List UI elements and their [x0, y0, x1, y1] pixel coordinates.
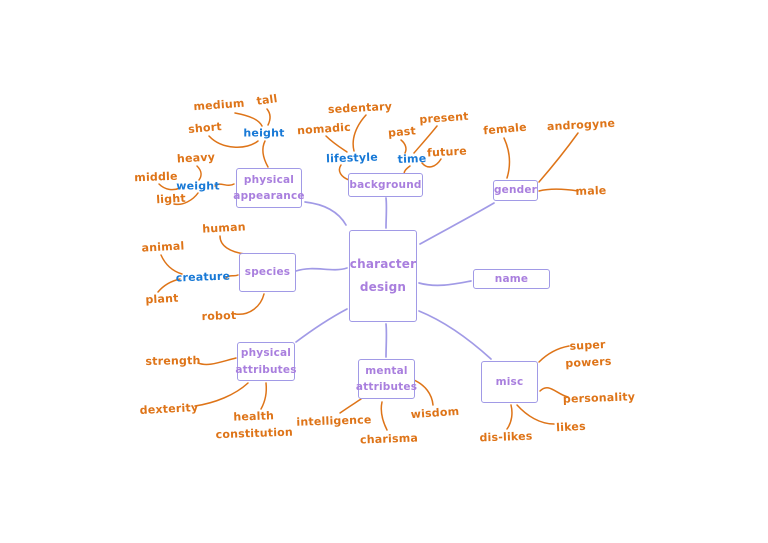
edge-sedentary-lifestyle [352, 114, 367, 152]
leaf-health-constitution: health constitution [215, 407, 294, 444]
node-character-design: character design [349, 230, 417, 322]
edge-dis-likes-misc [506, 404, 513, 430]
edge-medium-height [234, 112, 263, 127]
node-label: physical [240, 347, 292, 360]
leaf-charisma: charisma [359, 431, 419, 447]
leaf-super-powers: super powers [564, 336, 612, 372]
edge-super-powers-misc [538, 345, 570, 363]
subtopic-creature: creature [175, 269, 231, 285]
edge-past-time [400, 139, 407, 154]
edge-nomadic-lifestyle [325, 135, 348, 153]
leaf-plant: plant [145, 291, 179, 307]
leaf-robot: robot [201, 308, 237, 324]
leaf-personality: personality [562, 390, 636, 406]
leaf-human: human [201, 220, 247, 236]
leaf-past: past [387, 124, 417, 140]
edge-health-physical-attributes [260, 382, 268, 410]
edge-weight-physical-appearance [214, 183, 235, 187]
edge-center-misc [418, 310, 492, 360]
edge-center-name [418, 280, 472, 287]
subtopic-weight: weight [176, 179, 220, 193]
node-label: attributes [235, 363, 297, 376]
leaf-intelligence: intelligence [296, 413, 372, 429]
edge-strength-physical-attributes [197, 357, 237, 366]
node-background: background [348, 173, 423, 197]
node-label: species [244, 266, 291, 279]
edge-female-gender [503, 137, 511, 179]
edge-tall-height [266, 108, 271, 126]
leaf-strength: strength [145, 354, 201, 368]
edge-robot-species [234, 293, 265, 315]
edge-creature-species [225, 274, 239, 279]
node-physical-appearance: physical appearance [233, 168, 305, 208]
node-label: background [349, 178, 422, 191]
node-misc: misc [481, 361, 538, 403]
node-mental-attributes: mental attributes [355, 359, 418, 399]
leaf-label: constitution [215, 425, 294, 442]
edge-present-time [413, 125, 438, 154]
edge-short-height [208, 135, 259, 148]
edge-male-gender [538, 188, 579, 192]
edge-center-physical-attributes [295, 308, 348, 343]
leaf-light: light [155, 191, 187, 207]
edge-center-physical-appearance [304, 201, 347, 226]
edge-likes-misc [516, 404, 555, 425]
node-label: misc [495, 375, 524, 388]
edge-animal-creature [160, 254, 183, 275]
node-label: name [494, 272, 529, 285]
node-label: appearance [233, 190, 305, 202]
subtopic-time: time [397, 152, 427, 166]
node-species: species [239, 253, 296, 292]
leaf-label: super [569, 338, 606, 353]
node-label: attributes [355, 381, 418, 393]
node-physical-attributes: physical attributes [235, 342, 297, 381]
edge-intelligence-mental-attributes [339, 398, 362, 414]
node-label: gender [493, 184, 538, 197]
edge-future-time [421, 158, 442, 168]
node-label: design [359, 280, 407, 294]
edge-charisma-mental-attributes [380, 401, 388, 431]
edge-center-species [295, 267, 348, 272]
edge-heavy-weight [196, 165, 202, 181]
leaf-heavy: heavy [176, 150, 216, 166]
edge-dexterity-physical-attributes [194, 382, 249, 407]
leaf-future: future [426, 144, 468, 160]
subtopic-lifestyle: lifestyle [325, 150, 379, 166]
edge-wisdom-mental-attributes [413, 379, 434, 406]
subtopic-height: height [243, 126, 285, 140]
leaf-likes: likes [555, 419, 587, 435]
node-label: mental [365, 364, 408, 377]
node-label: physical [243, 173, 295, 186]
leaf-label: health [233, 409, 275, 424]
leaf-middle: middle [134, 169, 178, 185]
edge-center-gender [419, 202, 495, 245]
leaf-animal: animal [141, 239, 185, 255]
leaf-dis-likes: dis-likes [479, 429, 533, 445]
edge-lifestyle-background [338, 164, 350, 181]
node-label: character [349, 257, 417, 272]
edge-human-species [219, 235, 246, 255]
node-name: name [473, 269, 550, 289]
leaf-label: powers [565, 354, 612, 371]
edge-height-physical-appearance [262, 140, 269, 168]
node-gender: gender [493, 180, 538, 201]
edge-androgyne-gender [538, 132, 579, 183]
edge-middle-weight [158, 183, 181, 191]
edge-personality-misc [539, 386, 569, 398]
leaf-male: male [575, 183, 607, 199]
edge-plant-creature [157, 278, 181, 293]
edge-light-weight [173, 192, 199, 206]
